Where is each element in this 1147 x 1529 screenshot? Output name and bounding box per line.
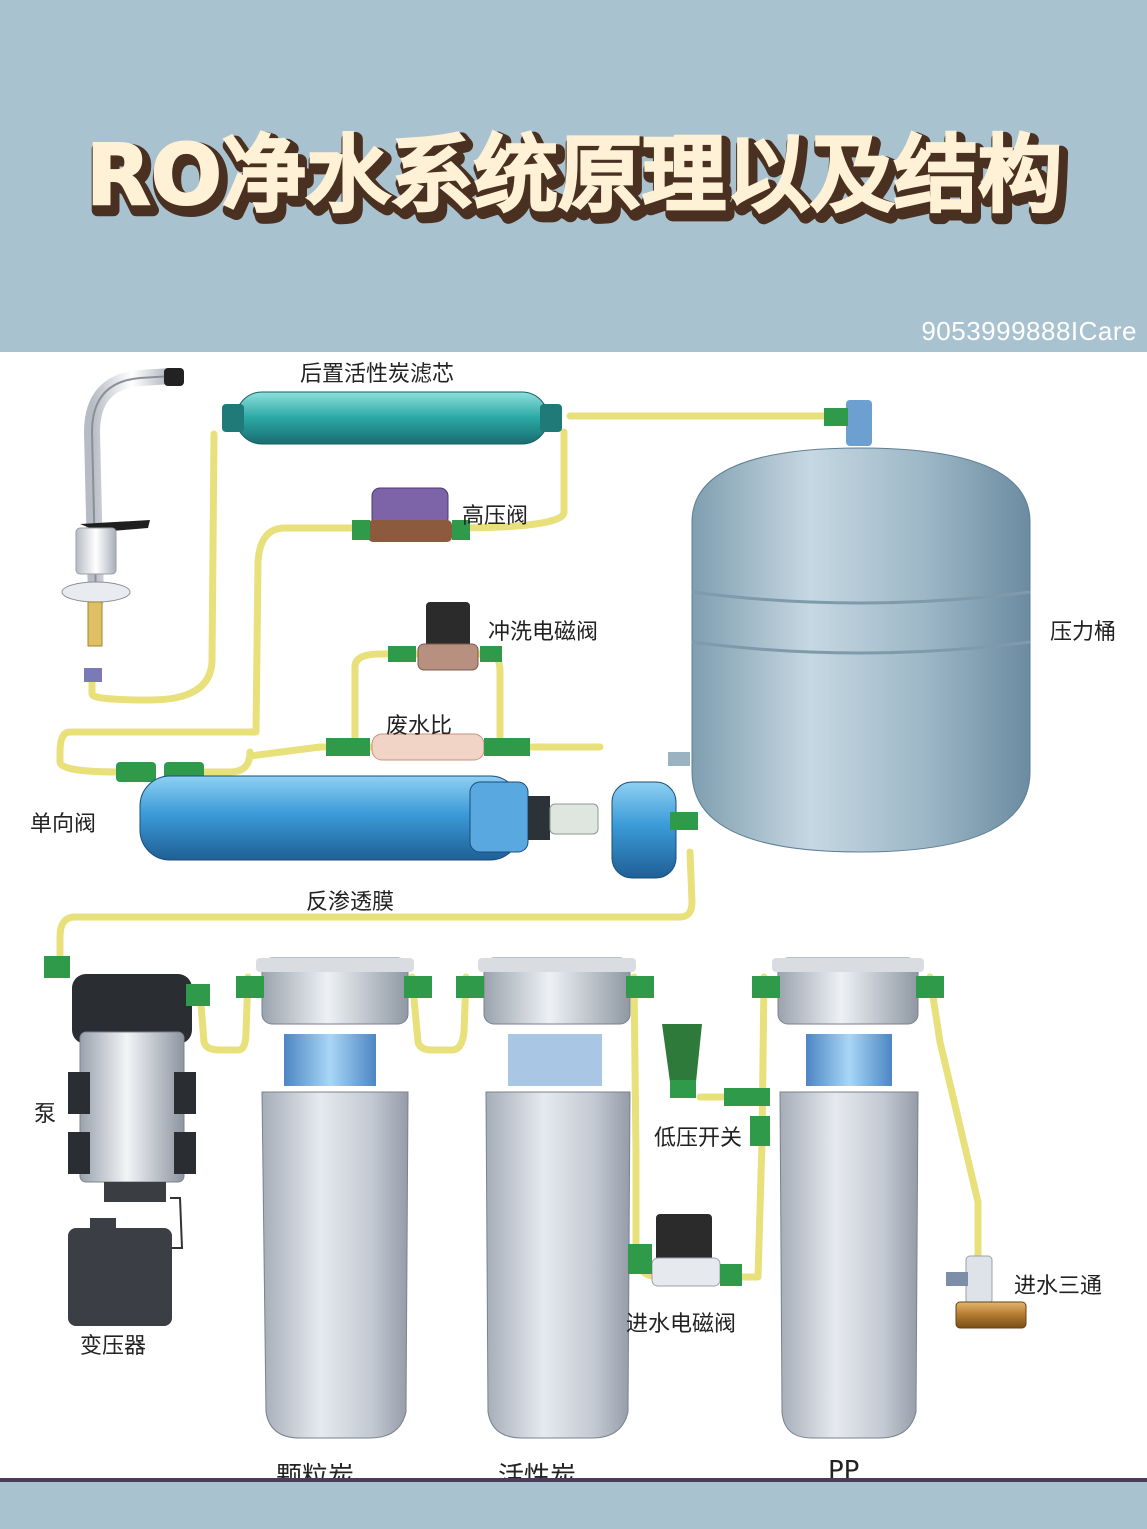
ro-diagram <box>0 352 1147 1480</box>
label-inlet-solenoid-valve: 进水电磁阀 <box>626 1306 736 1338</box>
booster-pump <box>44 956 210 1248</box>
flush-solenoid-valve <box>388 602 502 670</box>
label-activated-carbon: 活性炭 <box>498 1456 576 1480</box>
diagram-panel: 后置活性炭滤芯 高压阀 冲洗电磁阀 压力桶 废水比 单向阀 反渗透膜 泵 变压器… <box>0 352 1147 1480</box>
pressure-tank <box>668 400 1030 852</box>
label-ro-membrane: 反渗透膜 <box>306 884 394 916</box>
label-high-pressure-valve: 高压阀 <box>462 498 528 530</box>
header-band: RO净水系统原理以及结构 RO净水系统原理以及结构 9053999888ICar… <box>0 0 1147 352</box>
label-pump: 泵 <box>34 1096 56 1128</box>
filter-housing-granular-carbon <box>236 958 432 1438</box>
label-waste-ratio: 废水比 <box>386 708 452 740</box>
label-low-pressure-switch: 低压开关 <box>654 1120 742 1152</box>
faucet-shank <box>88 602 102 646</box>
ro-membrane <box>140 776 698 878</box>
label-transformer: 变压器 <box>80 1328 146 1360</box>
transformer <box>68 1218 172 1326</box>
label-pressure-tank: 压力桶 <box>1050 614 1116 646</box>
post-carbon-filter <box>222 392 562 444</box>
page-title: RO净水系统原理以及结构 RO净水系统原理以及结构 <box>18 118 1138 238</box>
faucet-body <box>76 528 116 574</box>
footer-band <box>0 1482 1147 1529</box>
faucet <box>62 368 184 682</box>
label-granular-carbon: 颗粒炭 <box>276 1456 354 1480</box>
high-pressure-valve <box>352 488 470 542</box>
label-flush-solenoid-valve: 冲洗电磁阀 <box>488 614 598 646</box>
label-pp: PP <box>828 1456 859 1480</box>
label-inlet-tee: 进水三通 <box>1014 1268 1102 1300</box>
label-check-valve: 单向阀 <box>30 806 96 838</box>
faucet-base <box>62 582 130 602</box>
page-title-text: RO净水系统原理以及结构 <box>86 126 1062 224</box>
filter-housing-pp <box>752 958 944 1438</box>
label-post-carbon-filter: 后置活性炭滤芯 <box>300 356 454 388</box>
filter-housing-activated-carbon <box>456 958 654 1438</box>
pipe-pp-to-tee <box>930 977 978 1272</box>
faucet-tip <box>164 368 184 386</box>
faucet-nut <box>84 668 102 682</box>
watermark: 9053999888ICare <box>921 316 1137 347</box>
